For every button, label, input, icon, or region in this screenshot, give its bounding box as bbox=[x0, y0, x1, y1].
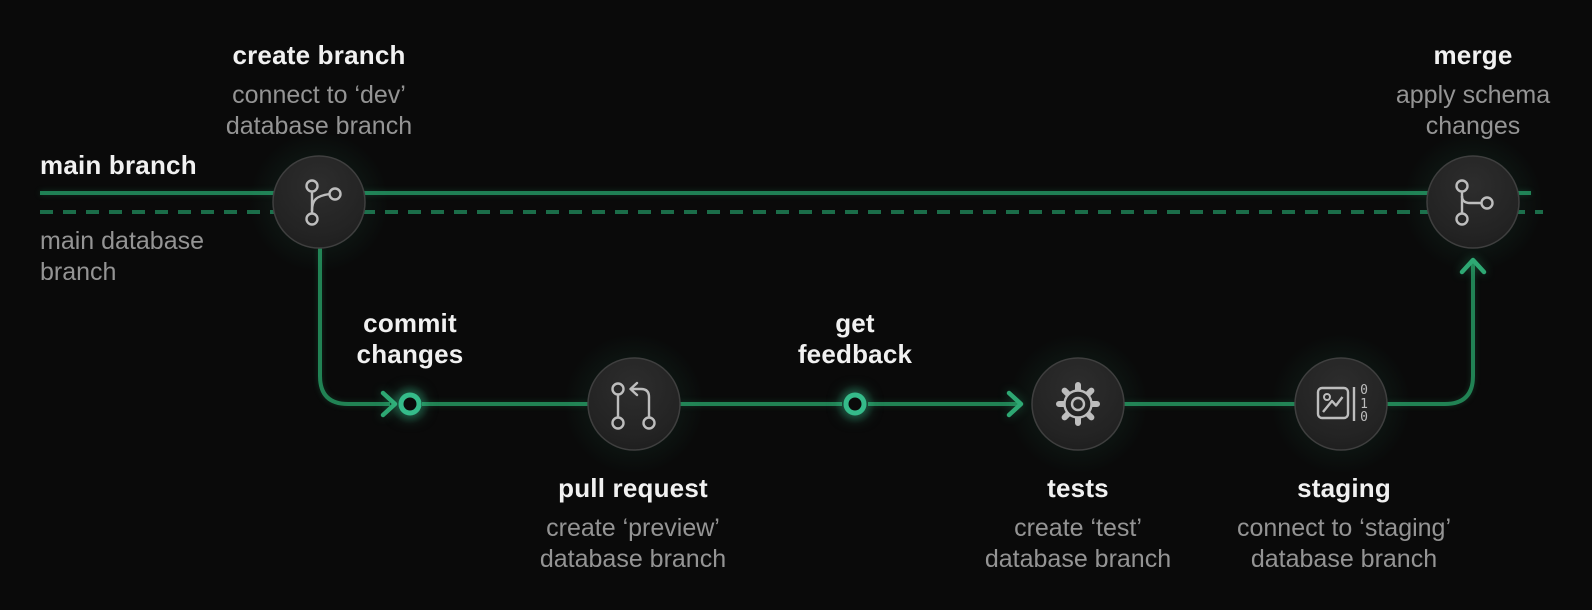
node-title: merge bbox=[1433, 40, 1513, 70]
branch-down-connector bbox=[318, 248, 390, 406]
pull-request-label: pull request create ‘preview’ database b… bbox=[503, 473, 763, 575]
git-pull-request-icon bbox=[611, 381, 656, 430]
node-subtitle: create ‘preview’ database branch bbox=[539, 514, 727, 573]
track-subtitle: main database branch bbox=[40, 227, 205, 286]
merge-node bbox=[1403, 132, 1543, 272]
staging-node: 0 1 0 bbox=[1271, 334, 1411, 474]
node-subtitle: connect to ‘staging’ database branch bbox=[1236, 514, 1452, 573]
staging-up-connector bbox=[1387, 263, 1475, 406]
git-merge-icon bbox=[1455, 179, 1494, 226]
create-branch-label: create branch connect to ‘dev’ database … bbox=[194, 40, 444, 142]
merge-label: merge apply schema changes bbox=[1373, 40, 1573, 142]
get-feedback-label: get feedback bbox=[790, 308, 920, 370]
get-feedback-node bbox=[835, 384, 875, 424]
node-title: pull request bbox=[558, 473, 708, 503]
commit-changes-node bbox=[390, 384, 430, 424]
commit-changes-label: commit changes bbox=[351, 308, 469, 370]
node-circle bbox=[272, 155, 366, 249]
staging-data-icon: 0 1 0 bbox=[1316, 383, 1368, 425]
node-subtitle: connect to ‘dev’ database branch bbox=[225, 81, 413, 140]
ring-node bbox=[398, 392, 422, 416]
node-title: staging bbox=[1297, 473, 1391, 503]
node-circle bbox=[1294, 357, 1388, 451]
binary-digit: 1 bbox=[1360, 397, 1368, 412]
node-title: commit changes bbox=[356, 308, 464, 369]
node-subtitle: apply schema changes bbox=[1395, 81, 1551, 140]
node-title: tests bbox=[1047, 473, 1109, 503]
node-title: create branch bbox=[232, 40, 406, 70]
tests-node bbox=[1008, 334, 1148, 474]
track-title: main branch bbox=[40, 150, 197, 180]
gear-icon bbox=[1056, 382, 1100, 426]
pull-request-node bbox=[564, 334, 704, 474]
tests-label: tests create ‘test’ database branch bbox=[963, 473, 1193, 575]
create-branch-node bbox=[249, 132, 389, 272]
node-circle bbox=[587, 357, 681, 451]
staging-label: staging connect to ‘staging’ database br… bbox=[1209, 473, 1479, 575]
binary-digit: 0 bbox=[1360, 410, 1368, 425]
binary-digit: 0 bbox=[1360, 383, 1368, 398]
git-branch-icon bbox=[305, 179, 342, 226]
ring-node bbox=[843, 392, 867, 416]
node-title: get feedback bbox=[797, 308, 913, 369]
main-database-branch-label: main database branch bbox=[40, 226, 270, 288]
node-subtitle: create ‘test’ database branch bbox=[984, 514, 1172, 573]
main-branch-label: main branch bbox=[40, 150, 197, 181]
